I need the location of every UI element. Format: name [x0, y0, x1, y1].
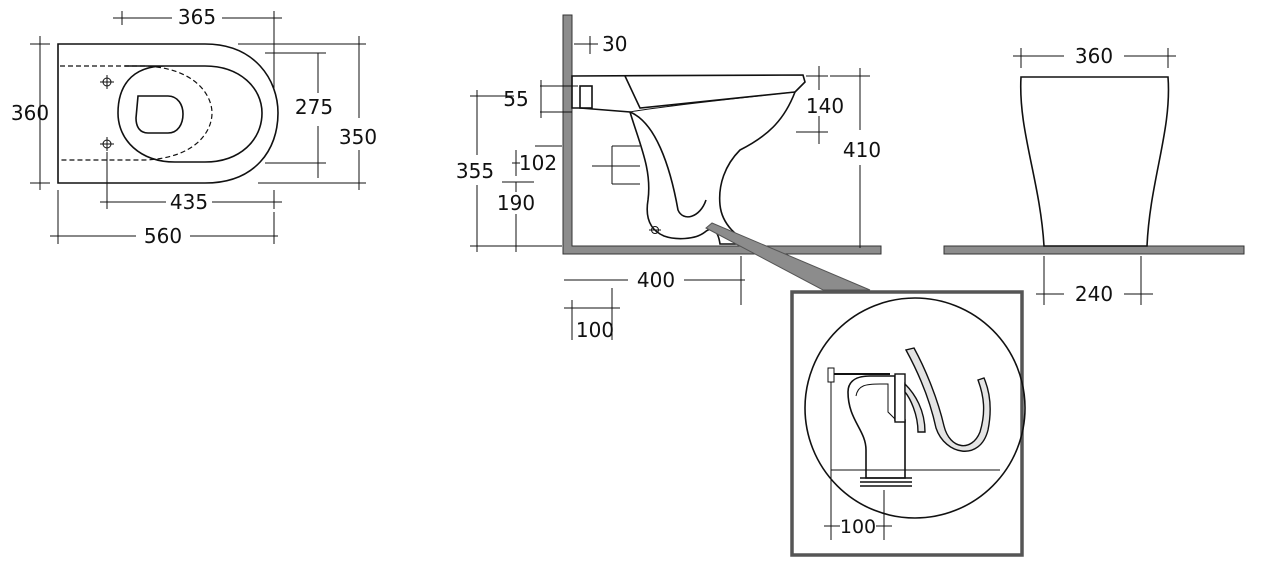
dim-label-30: 30: [602, 32, 627, 56]
dim-label-275: 275: [295, 95, 333, 119]
dim-label-365: 365: [178, 5, 216, 29]
dim-line-100-detail: [824, 490, 892, 540]
fixing-hole-icon: [100, 137, 114, 151]
side-view-body-outline: [571, 74, 806, 245]
dim-label-360-front: 360: [1075, 44, 1113, 68]
side-view-flush-line: [629, 91, 796, 113]
dim-label-350: 350: [339, 125, 377, 149]
dim-label-400: 400: [637, 268, 675, 292]
detail-flange: [894, 373, 906, 423]
fixing-hole-icon: [649, 226, 661, 234]
top-view-outline: [57, 43, 279, 184]
side-view: 30 55 355 102 190: [456, 14, 882, 342]
fixing-hole-icon: [100, 75, 114, 89]
dim-line-102: [512, 145, 562, 176]
dim-label-360-top: 360: [11, 101, 49, 125]
detail-connector-inner: [855, 383, 897, 421]
top-view-bowl-hidden-line: [60, 65, 213, 161]
dim-line-560: [50, 190, 278, 244]
dim-line-55: [540, 80, 578, 118]
dim-line-410: [830, 68, 870, 248]
detail-pan-section: [904, 347, 991, 452]
detail-frame: [790, 290, 1024, 557]
side-view-bowl-inner: [624, 75, 796, 218]
detail-leader: [705, 222, 871, 291]
dim-line-190: [502, 181, 534, 252]
dim-line-435: [100, 152, 282, 209]
front-view-body-outline: [1019, 76, 1170, 247]
dim-line-140: [796, 66, 828, 144]
dim-line-30: [574, 36, 598, 54]
top-view: 365 360 275 350: [11, 5, 377, 248]
side-view-wall: [562, 14, 882, 255]
dim-label-55: 55: [503, 87, 528, 111]
dim-line-100-side: [564, 288, 620, 340]
detail-connector: [847, 375, 906, 479]
detail-rod-plate: [827, 367, 835, 383]
detail-pan-rim: [904, 382, 926, 433]
front-view-floor: [943, 245, 1245, 255]
dim-label-240: 240: [1075, 282, 1113, 306]
dim-label-410: 410: [843, 138, 881, 162]
dim-label-560: 560: [144, 224, 182, 248]
front-view: 360 240: [943, 44, 1245, 306]
dim-line-240: [1036, 256, 1153, 305]
dim-line-275: [265, 52, 326, 178]
dim-label-355: 355: [456, 159, 494, 183]
dim-line-350: [238, 36, 366, 190]
dim-label-100-side: 100: [576, 318, 614, 342]
detail-view: 100: [790, 290, 1026, 557]
top-view-seat-outline: [117, 65, 263, 163]
dim-line-360-front: [1013, 48, 1176, 68]
dim-line-360-top: [30, 36, 50, 190]
detail-circle: [804, 297, 1026, 519]
dim-label-435: 435: [170, 190, 208, 214]
dim-label-100-detail: 100: [840, 516, 876, 538]
dim-label-190: 190: [497, 191, 535, 215]
detail-connector-rings: [860, 477, 912, 487]
dim-label-140: 140: [806, 94, 844, 118]
dim-label-102: 102: [519, 151, 557, 175]
side-view-inlet: [579, 85, 593, 109]
side-view-outlet-marker: [592, 145, 640, 185]
dim-line-400: [564, 256, 745, 305]
top-view-bowl-opening: [135, 95, 184, 134]
